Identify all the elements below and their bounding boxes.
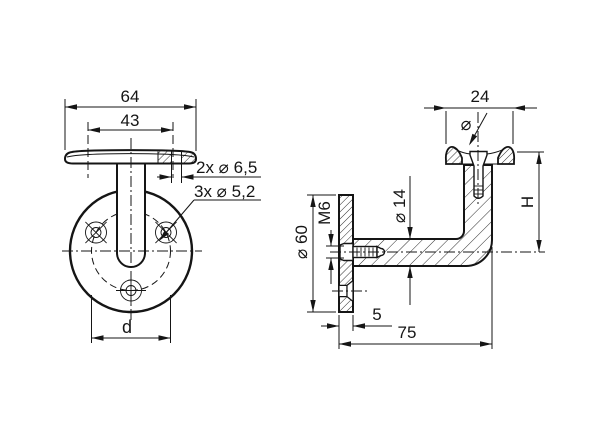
dim-arm-diameter: ⌀ 14 <box>390 176 413 305</box>
label-tube-diameter: ⌀ <box>461 112 488 146</box>
front-view: 64 43 2x ⌀ 6,5 3x ⌀ 5,2 <box>62 87 261 343</box>
dim-screw-thread: M6 <box>315 201 344 284</box>
dim-H-label: H <box>518 196 537 208</box>
dim-64-label: 64 <box>121 87 140 106</box>
dim-5: 5 <box>321 305 392 349</box>
bracket-section <box>352 164 493 267</box>
dim-43-label: 43 <box>121 111 140 130</box>
dim-arm-diameter-label: ⌀ 14 <box>390 189 409 223</box>
dim-flange-diameter: ⌀ 60 <box>292 194 336 313</box>
dim-d-label: d <box>122 317 132 337</box>
dim-75-label: 75 <box>398 323 417 342</box>
dim-64: 64 <box>64 87 197 151</box>
dim-bolt-circle: d <box>91 295 171 343</box>
label-saddle-holes-text: 2x ⌀ 6,5 <box>196 158 257 177</box>
countersunk-hole-section <box>332 279 367 303</box>
dim-screw-thread-label: M6 <box>315 201 334 225</box>
label-flange-holes: 3x ⌀ 5,2 <box>159 182 261 241</box>
label-tube-diameter-text: ⌀ <box>461 114 472 134</box>
saddle-section <box>444 146 516 165</box>
saddle-front <box>63 149 198 165</box>
dim-24: 24 <box>424 87 537 144</box>
dim-flange-diameter-label: ⌀ 60 <box>292 225 311 259</box>
label-saddle-holes: 2x ⌀ 6,5 <box>157 158 261 183</box>
dim-75: 75 <box>339 247 493 349</box>
dim-5-label: 5 <box>372 305 381 324</box>
dim-43: 43 <box>87 111 174 178</box>
label-flange-holes-text: 3x ⌀ 5,2 <box>194 182 255 201</box>
side-view: 24 ⌀ H ⌀ 60 <box>292 87 545 349</box>
dim-24-label: 24 <box>471 87 490 106</box>
dim-H: H <box>517 151 544 252</box>
